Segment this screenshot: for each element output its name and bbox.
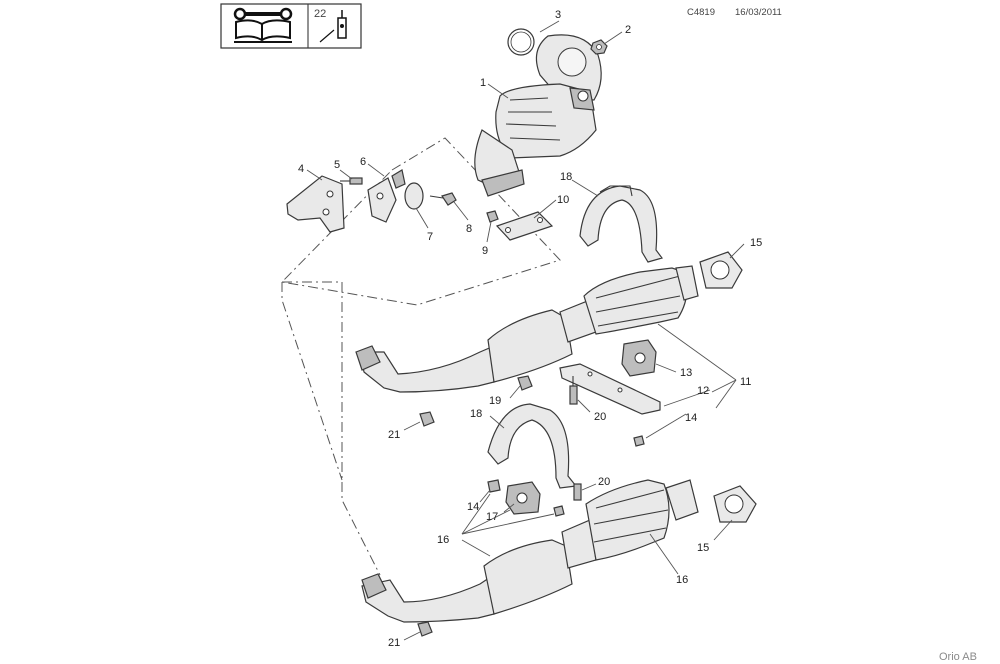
gasket-part-10 bbox=[495, 211, 554, 241]
catalytic-converter-part-1 bbox=[474, 34, 602, 197]
callout-14-upper: 14 bbox=[685, 412, 697, 424]
callout-4: 4 bbox=[298, 163, 304, 175]
callout-5: 5 bbox=[334, 159, 340, 171]
nut-part-2 bbox=[590, 39, 608, 55]
rubber-mount-part-17 bbox=[505, 481, 541, 515]
section-number: 22 bbox=[314, 8, 326, 20]
bolt-part-8 bbox=[429, 192, 457, 206]
bracket-part-6 bbox=[367, 169, 406, 223]
bolt-part-20-lower bbox=[573, 483, 582, 501]
callout-20-upper: 20 bbox=[594, 411, 606, 423]
flange-gasket-part-15-lower bbox=[713, 485, 757, 523]
callout-21-lower: 21 bbox=[388, 637, 400, 649]
callout-8: 8 bbox=[466, 223, 472, 235]
assembly-outline-lower bbox=[282, 281, 381, 576]
washer-part-14-upper bbox=[633, 435, 645, 447]
callout-18-lower: 18 bbox=[470, 408, 482, 420]
callout-18-upper: 18 bbox=[560, 171, 572, 183]
callout-20-lower: 20 bbox=[598, 476, 610, 488]
brand-label: Orio AB bbox=[939, 651, 977, 663]
callout-15-lower: 15 bbox=[697, 542, 709, 554]
exhaust-pipe-upper bbox=[355, 265, 699, 393]
nut-part-21-upper bbox=[419, 411, 435, 427]
callout-6: 6 bbox=[360, 156, 366, 168]
washer-part-14-lower bbox=[487, 479, 565, 517]
nut-part-19 bbox=[517, 375, 533, 391]
gasket-part-3 bbox=[507, 28, 535, 56]
assembly-outline-upper bbox=[280, 137, 561, 306]
callout-12: 12 bbox=[697, 385, 709, 397]
bracket-part-12 bbox=[559, 363, 661, 415]
callout-16-left: 16 bbox=[437, 534, 449, 546]
callout-14-lower: 14 bbox=[467, 501, 479, 513]
assembly-outline-left bbox=[281, 282, 343, 481]
rubber-mount-part-13 bbox=[621, 339, 657, 377]
bolt-part-5 bbox=[340, 177, 363, 185]
bolt-part-20-upper bbox=[569, 376, 578, 405]
exhaust-tool-icon bbox=[319, 10, 347, 43]
bracket-part-4 bbox=[286, 175, 345, 233]
callout-16-right: 16 bbox=[676, 574, 688, 586]
leader-lines bbox=[306, 20, 745, 641]
callout-9: 9 bbox=[482, 245, 488, 257]
doc-code: C4819 bbox=[687, 7, 715, 18]
callout-15-upper: 15 bbox=[750, 237, 762, 249]
exhaust-pipe-lower bbox=[361, 479, 699, 623]
callout-13: 13 bbox=[680, 367, 692, 379]
hanger-part-18-upper bbox=[579, 185, 664, 263]
callout-2: 2 bbox=[625, 24, 631, 36]
callout-21-upper: 21 bbox=[388, 429, 400, 441]
flange-gasket-part-15-upper bbox=[699, 251, 743, 289]
nut-part-21-lower bbox=[417, 621, 433, 637]
nut-part-9 bbox=[486, 210, 499, 223]
callout-3: 3 bbox=[555, 9, 561, 21]
hanger-part-18-lower bbox=[487, 403, 578, 489]
callout-19: 19 bbox=[489, 395, 501, 407]
callout-11: 11 bbox=[740, 376, 751, 388]
book-wrench-icon bbox=[233, 7, 293, 43]
header-icon-box: 22 bbox=[220, 3, 362, 49]
callout-17: 17 bbox=[486, 511, 498, 523]
callout-1: 1 bbox=[480, 77, 486, 89]
doc-date: 16/03/2011 bbox=[735, 7, 782, 18]
plate-part-7 bbox=[404, 182, 424, 210]
callout-7: 7 bbox=[427, 231, 433, 243]
callout-10: 10 bbox=[557, 194, 569, 206]
